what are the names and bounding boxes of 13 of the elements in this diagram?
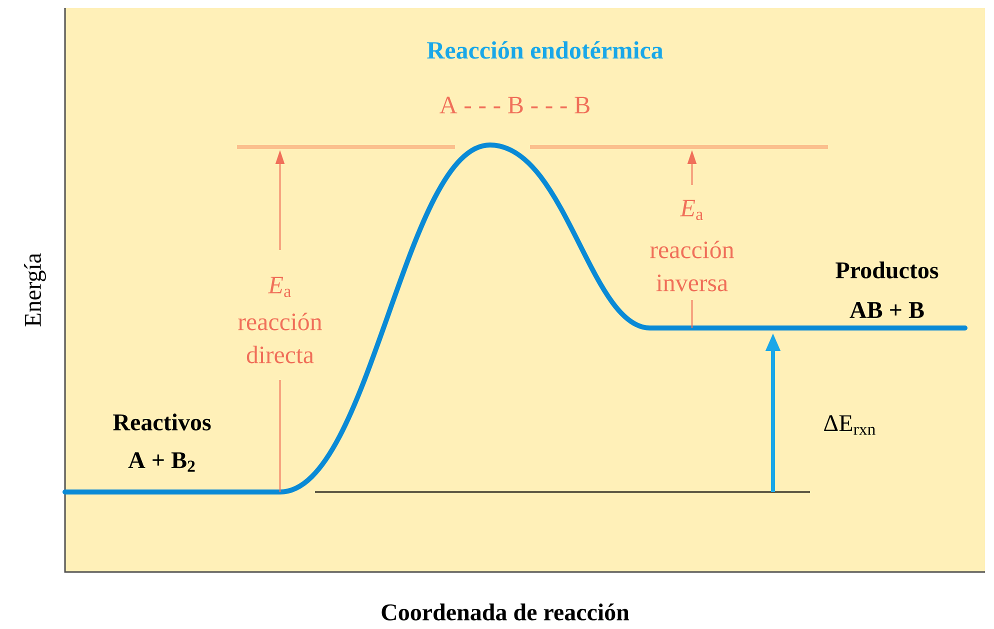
title: Reacción endotérmica [427,41,663,59]
reaction-label: reacción directa [238,312,322,364]
axis-label: Coordenada de reacción [382,604,630,620]
state-label: AB + B [850,302,924,318]
activation-energy-label: E$_{a}$ [268,276,292,298]
activation-energy-label: E$_{a}$ [680,200,704,220]
state-label: Reactivos [113,414,211,430]
state-label: A + B$_{2}$ [128,452,195,472]
axis-label: Energía [24,253,46,326]
transition-state-label: A - - - B - - - B [440,96,590,114]
energy-change-label: ΔE$_{rxn}$ [824,415,876,435]
state-label: Productos [836,262,938,278]
reaction-label: reacción inversa [650,240,734,292]
